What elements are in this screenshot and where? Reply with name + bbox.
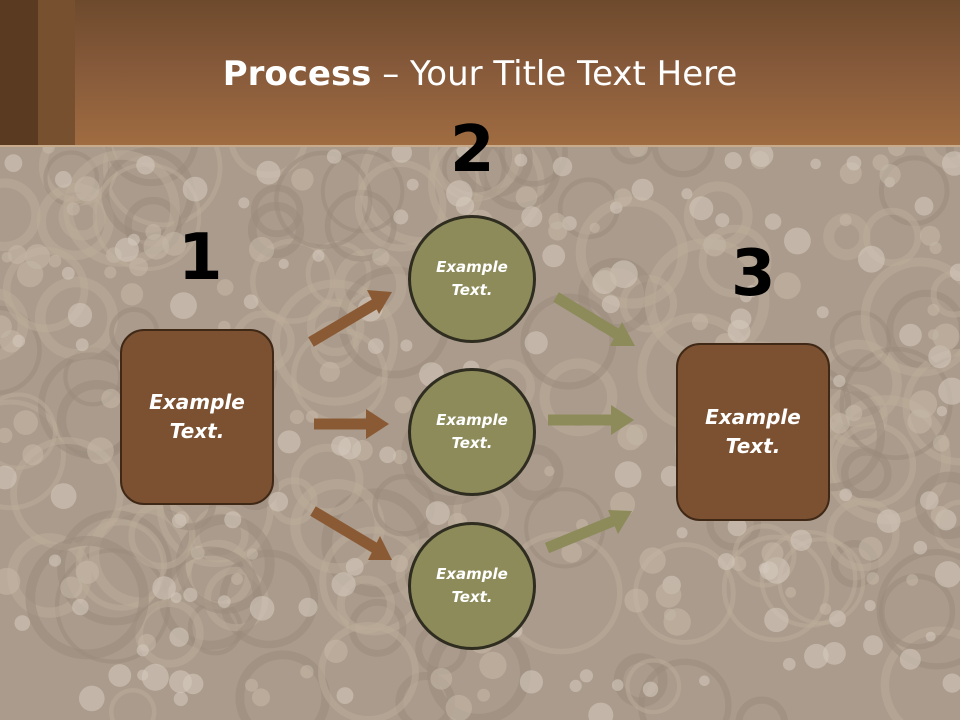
circle-bottom[interactable]: Example Text. — [408, 522, 536, 650]
circle-bottom-label: Example Text. — [436, 565, 508, 606]
circle-top-label: Example Text. — [436, 258, 508, 299]
step-number-2: 2 — [450, 113, 495, 187]
title-rest: – Your Title Text Here — [371, 54, 738, 94]
circle-middle[interactable]: Example Text. — [408, 368, 536, 496]
right-step-box[interactable]: Example Text. — [676, 343, 830, 521]
slide-title: Process – Your Title Text Here — [0, 50, 960, 98]
circle-middle-label: Example Text. — [436, 411, 508, 452]
header-accent-dark — [0, 0, 38, 146]
circle-top[interactable]: Example Text. — [408, 215, 536, 343]
title-bold: Process — [222, 54, 372, 94]
right-step-label: Example Text. — [705, 405, 801, 458]
left-step-label: Example Text. — [149, 390, 245, 443]
header-band — [0, 0, 960, 146]
header-accent-mid — [38, 0, 75, 146]
header-divider — [0, 145, 960, 147]
left-step-box[interactable]: Example Text. — [120, 329, 274, 505]
step-number-3: 3 — [731, 237, 776, 311]
step-number-1: 1 — [178, 221, 223, 295]
